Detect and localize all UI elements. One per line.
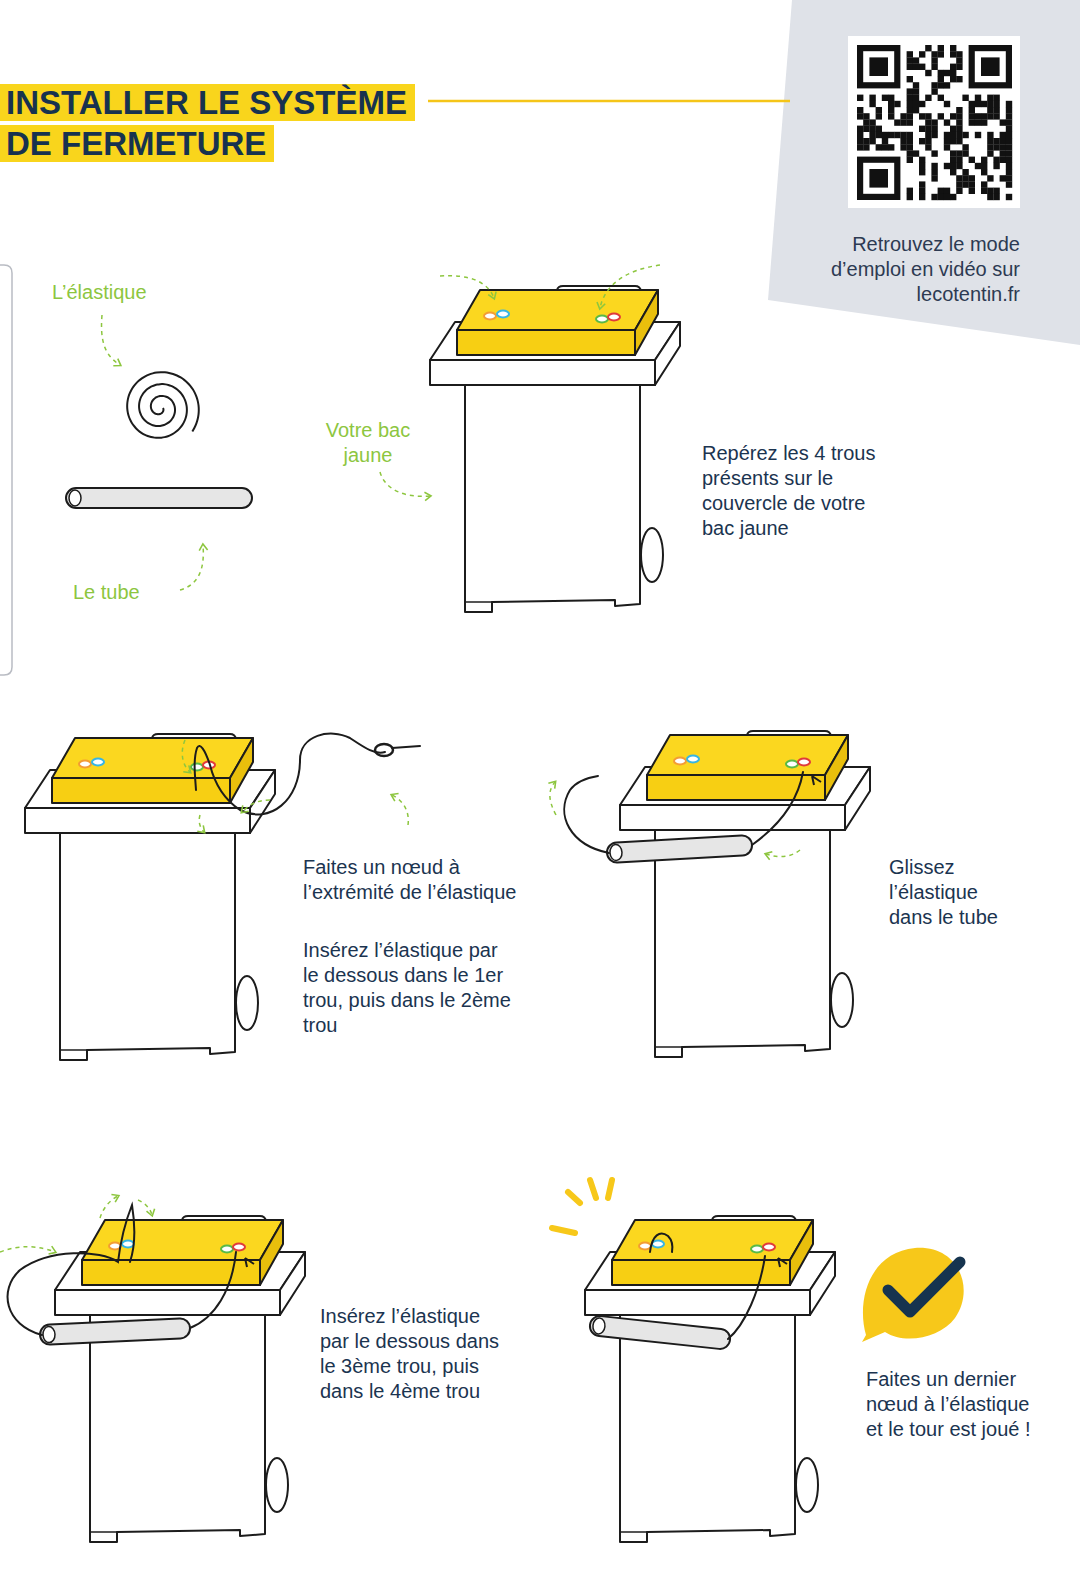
check-bubble (862, 1248, 964, 1342)
sparkle-stroke (552, 1228, 575, 1233)
elastic (752, 772, 803, 845)
yellow-bin (585, 1216, 835, 1542)
pointer-arrow (766, 850, 800, 857)
elastic (650, 1234, 672, 1252)
yellow-bin (55, 1216, 305, 1542)
yellow-bin (620, 731, 870, 1057)
pointer-arrow (0, 1247, 55, 1252)
elastic (190, 1252, 236, 1328)
tube (606, 835, 752, 863)
elastic (564, 776, 609, 853)
direction-arrow (245, 1258, 254, 1267)
pointer-arrow (242, 800, 270, 812)
pointer-arrow (138, 1200, 152, 1215)
part-label: Retrouvez le mode d’emploi en vidéo sur … (780, 232, 1020, 307)
direction-arrow (812, 776, 821, 785)
step-text: Glissez l’élastique dans le tube (889, 855, 1024, 930)
elastic (195, 734, 385, 815)
pointer-arrow (182, 740, 190, 772)
pointer-arrow (392, 795, 408, 825)
part-label: Le tube (73, 580, 183, 605)
part-label: Votre bac jaune (308, 418, 428, 468)
elastic (728, 1256, 765, 1339)
tube (66, 488, 252, 508)
pointer-arrow (600, 265, 660, 308)
yellow-bin (430, 286, 680, 612)
elastic (8, 1205, 135, 1335)
qr-code (848, 36, 1020, 208)
elastic (392, 746, 420, 748)
pointer-arrow (102, 315, 120, 365)
tube (40, 1318, 191, 1345)
title-text: INSTALLER LE SYSTÈME DE FERMETURE (0, 84, 415, 162)
title-rule (428, 100, 790, 103)
step-text: Repérez les 4 trous présents sur le couv… (702, 441, 902, 541)
pointer-arrow (180, 545, 203, 590)
yellow-bin (25, 734, 275, 1060)
knot (375, 744, 393, 756)
step-text: Faites un dernier nœud à l’élastique et … (866, 1367, 1046, 1442)
step-text: Faites un nœud à l’extrémité de l’élasti… (303, 855, 533, 905)
sparkle-stroke (568, 1192, 580, 1203)
pointer-arrow (199, 815, 204, 832)
part-label: L’élastique (52, 280, 202, 305)
panel-frame (0, 265, 12, 675)
sparkle (552, 1180, 612, 1233)
sparkle-stroke (608, 1180, 612, 1198)
elastic-coil (127, 372, 199, 438)
pointer-arrow (440, 276, 494, 298)
info-panel (768, 0, 1080, 345)
pointer-arrow (550, 782, 556, 815)
pointer-arrow (380, 472, 430, 496)
sparkle-stroke (590, 1180, 596, 1198)
title: INSTALLER LE SYSTÈME DE FERMETURE (0, 82, 450, 164)
step-text: Insérez l’élastique par le dessous dans … (303, 938, 518, 1038)
pointer-arrow (100, 1196, 118, 1218)
step-text: Insérez l’élastique par le dessous dans … (320, 1304, 505, 1404)
tube (589, 1315, 731, 1350)
direction-arrow (778, 1258, 787, 1267)
